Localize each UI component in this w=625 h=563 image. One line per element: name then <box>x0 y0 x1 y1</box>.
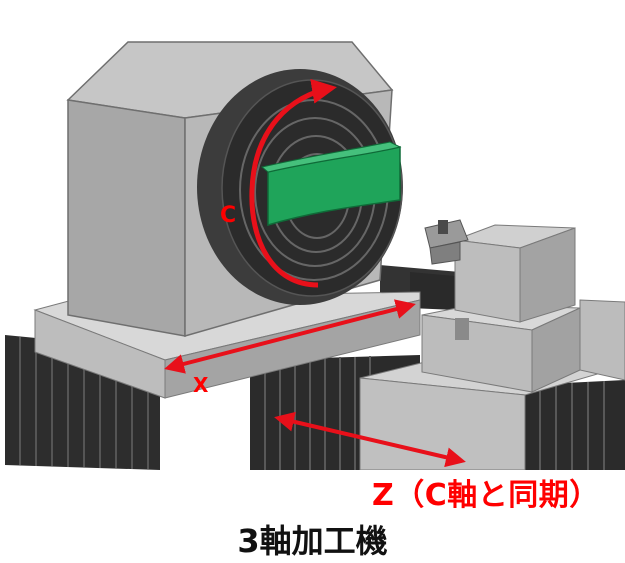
x-axis-arrow <box>164 299 416 374</box>
c-axis-arrow <box>249 78 337 288</box>
z-axis-caption: Z（C軸と同期） <box>372 478 600 513</box>
workpiece <box>260 141 402 226</box>
c-axis-label: C <box>220 203 236 228</box>
right-bellows <box>525 380 625 470</box>
right-rail <box>579 299 625 381</box>
machine-illustration: C X <box>5 41 625 470</box>
x-axis-label: X <box>193 373 209 397</box>
diagram-title: 3軸加工機 <box>237 522 388 560</box>
z-axis-arrow <box>274 411 466 468</box>
